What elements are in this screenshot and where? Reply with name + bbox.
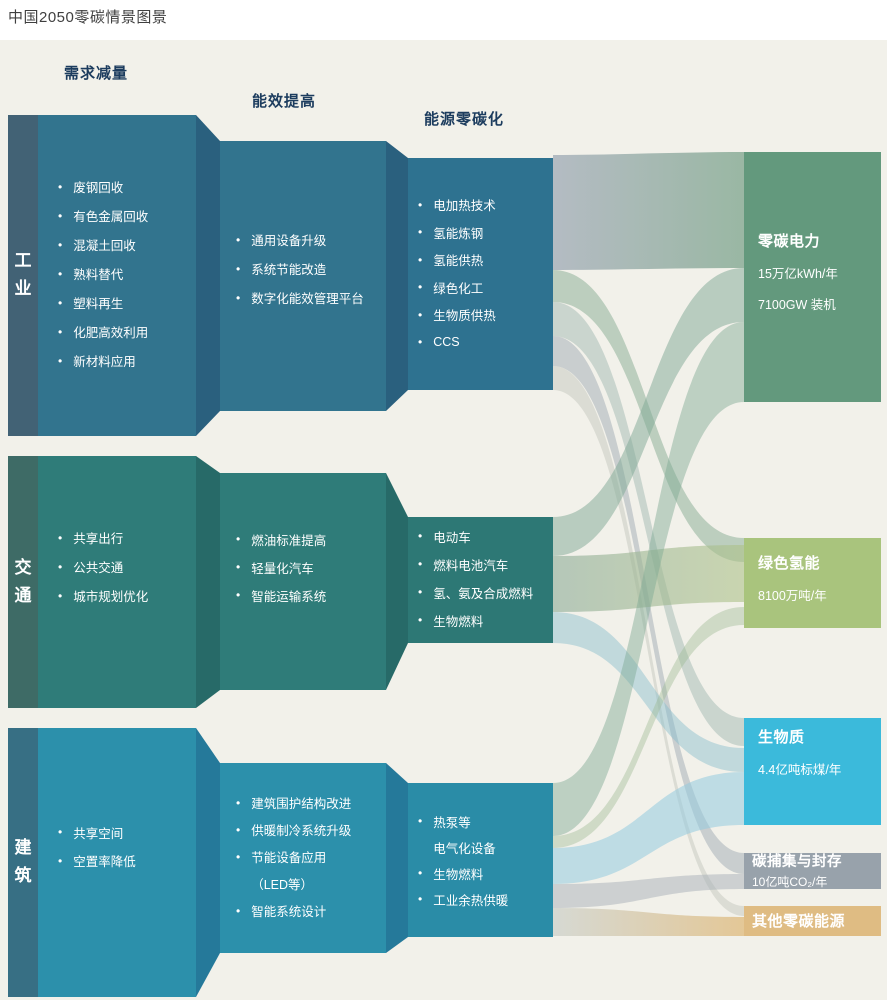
buildings-zero-carbon-item: 生物燃料 xyxy=(418,860,508,886)
buildings-demand-list: 共享空间 空置率降低 xyxy=(58,818,136,875)
buildings-efficiency-item: 智能系统设计 xyxy=(236,897,351,924)
flow-industry-power xyxy=(553,152,744,270)
output-power-text: 零碳电力 15万亿kWh/年 7100GW 装机 xyxy=(758,230,878,313)
buildings-zero-carbon-item-continuation: 电气化设备 xyxy=(433,841,496,856)
flow-ribbons xyxy=(553,152,744,936)
buildings-zero-carbon-item: 工业余热供暖 xyxy=(418,886,508,912)
flow-buildings-hydrogen xyxy=(553,607,744,848)
transport-demand-item: 城市规划优化 xyxy=(58,581,148,610)
transport-demand-item: 公共交通 xyxy=(58,552,148,581)
transport-zero-carbon-item: 电动车 xyxy=(418,522,533,550)
industry-zero-carbon-item: 氢能供热 xyxy=(418,246,496,274)
output-ccs-text: 碳捕集与封存 10亿吨CO₂/年 xyxy=(752,850,872,890)
output-hydrogen-value: 8100万吨/年 xyxy=(758,589,827,603)
output-biomass-box xyxy=(744,718,881,825)
buildings-zero-carbon-list: 热泵等 电气化设备 生物燃料 工业余热供暖 xyxy=(418,808,508,912)
transport-efficiency-item: 智能运输系统 xyxy=(236,581,326,609)
output-biomass-value: 4.4亿吨标煤/年 xyxy=(758,763,842,777)
transport-fold-1 xyxy=(196,456,220,708)
industry-efficiency-item: 数字化能效管理平台 xyxy=(236,283,364,312)
flow-industry-biomass xyxy=(553,302,744,746)
buildings-efficiency-item: 供暖制冷系统升级 xyxy=(236,816,351,843)
column-header-zero-carbon: 能源零碳化 xyxy=(424,111,505,128)
buildings-efficiency-item: 节能设备应用 xyxy=(236,843,351,870)
transport-demand-item: 共享出行 xyxy=(58,523,148,552)
buildings-sidebar xyxy=(8,728,38,997)
industry-demand-item: 熟料替代 xyxy=(58,259,148,288)
flow-transport-hydrogen xyxy=(553,545,744,612)
page-title: 中国2050零碳情景图景 xyxy=(8,9,168,26)
transport-zero-carbon-item: 氢、氨及合成燃料 xyxy=(418,578,533,606)
buildings-demand-item: 共享空间 xyxy=(58,818,136,847)
column-header-efficiency: 能效提高 xyxy=(252,93,317,110)
industry-sidebar xyxy=(8,115,38,436)
output-other-title: 其他零碳能源 xyxy=(752,913,846,930)
flow-transport-power xyxy=(553,268,744,556)
buildings-zero-carbon-item: 热泵等 xyxy=(418,808,508,834)
transport-zero-carbon-item: 生物燃料 xyxy=(418,606,533,634)
industry-demand-item: 塑料再生 xyxy=(58,288,148,317)
industry-demand-item: 有色金属回收 xyxy=(58,201,148,230)
transport-efficiency-item: 燃油标准提高 xyxy=(236,525,326,553)
transport-demand-list: 共享出行 公共交通 城市规划优化 xyxy=(58,523,148,610)
industry-fold-2 xyxy=(386,141,408,411)
transport-efficiency-list: 燃油标准提高 轻量化汽车 智能运输系统 xyxy=(236,525,326,609)
industry-zero-carbon-item: 电加热技术 xyxy=(418,191,496,219)
industry-efficiency-item: 通用设备升级 xyxy=(236,225,364,254)
row-label-buildings: 建筑 xyxy=(14,838,32,885)
output-other-text: 其他零碳能源 xyxy=(752,910,872,931)
output-power-value: 15万亿kWh/年 xyxy=(758,267,838,281)
output-hydrogen-box xyxy=(744,538,881,628)
output-power-capacity: 7100GW 装机 xyxy=(758,298,836,312)
row-label-transport: 交通 xyxy=(14,558,32,605)
transport-sidebar xyxy=(8,456,38,708)
flow-buildings-power xyxy=(553,322,744,836)
output-biomass-title: 生物质 xyxy=(758,729,805,746)
output-other-box xyxy=(744,906,881,936)
buildings-efficiency-item-continuation: （LED等） xyxy=(251,878,314,892)
industry-zero-carbon-list: 电加热技术 氢能炼钢 氢能供热 绿色化工 生物质供热 CCS xyxy=(418,191,496,356)
transport-zero-carbon-list: 电动车 燃料电池汽车 氢、氨及合成燃料 生物燃料 xyxy=(418,522,533,634)
industry-efficiency-list: 通用设备升级 系统节能改造 数字化能效管理平台 xyxy=(236,225,364,312)
industry-demand-item: 混凝土回收 xyxy=(58,230,148,259)
industry-zero-carbon-item: 绿色化工 xyxy=(418,274,496,302)
output-power-title: 零碳电力 xyxy=(758,233,821,250)
output-hydrogen-title: 绿色氢能 xyxy=(758,555,821,572)
row-label-industry: 工业 xyxy=(14,251,32,298)
output-ccs-box xyxy=(744,853,881,889)
buildings-demand-item: 空置率降低 xyxy=(58,847,136,876)
buildings-fold-1 xyxy=(196,728,220,997)
output-biomass-text: 生物质 4.4亿吨标煤/年 xyxy=(758,726,878,778)
industry-demand-list: 废钢回收 有色金属回收 混凝土回收 熟料替代 塑料再生 化肥高效利用 新材料应用 xyxy=(58,172,148,375)
industry-zero-carbon-item: 生物质供热 xyxy=(418,301,496,329)
flow-transport-biomass xyxy=(553,612,744,772)
output-ccs-title: 碳捕集与封存 xyxy=(752,854,842,870)
industry-zero-carbon-item: 氢能炼钢 xyxy=(418,219,496,247)
output-boxes xyxy=(744,152,881,936)
transport-zero-carbon-item: 燃料电池汽车 xyxy=(418,550,533,578)
output-hydrogen-text: 绿色氢能 8100万吨/年 xyxy=(758,552,878,604)
industry-demand-item: 废钢回收 xyxy=(58,172,148,201)
industry-efficiency-item: 系统节能改造 xyxy=(236,254,364,283)
transport-fold-2 xyxy=(386,473,408,690)
flow-buildings-other xyxy=(553,908,744,936)
output-ccs-value: 10亿吨CO₂/年 xyxy=(752,875,828,889)
industry-zero-carbon-item: CCS xyxy=(418,329,496,357)
flow-buildings-biomass xyxy=(553,772,744,884)
output-power-box xyxy=(744,152,881,402)
buildings-efficiency-item: 建筑围护结构改进 xyxy=(236,789,351,816)
flow-buildings-ccs xyxy=(553,874,744,908)
buildings-fold-2 xyxy=(386,763,408,953)
buildings-efficiency-list: 建筑围护结构改进 供暖制冷系统升级 节能设备应用 （LED等） 智能系统设计 xyxy=(236,789,351,924)
transport-efficiency-item: 轻量化汽车 xyxy=(236,553,326,581)
flow-industry-other xyxy=(553,366,744,916)
industry-demand-item: 化肥高效利用 xyxy=(58,317,148,346)
column-header-demand: 需求减量 xyxy=(64,65,129,82)
industry-demand-item: 新材料应用 xyxy=(58,346,148,375)
industry-fold-1 xyxy=(196,115,220,436)
